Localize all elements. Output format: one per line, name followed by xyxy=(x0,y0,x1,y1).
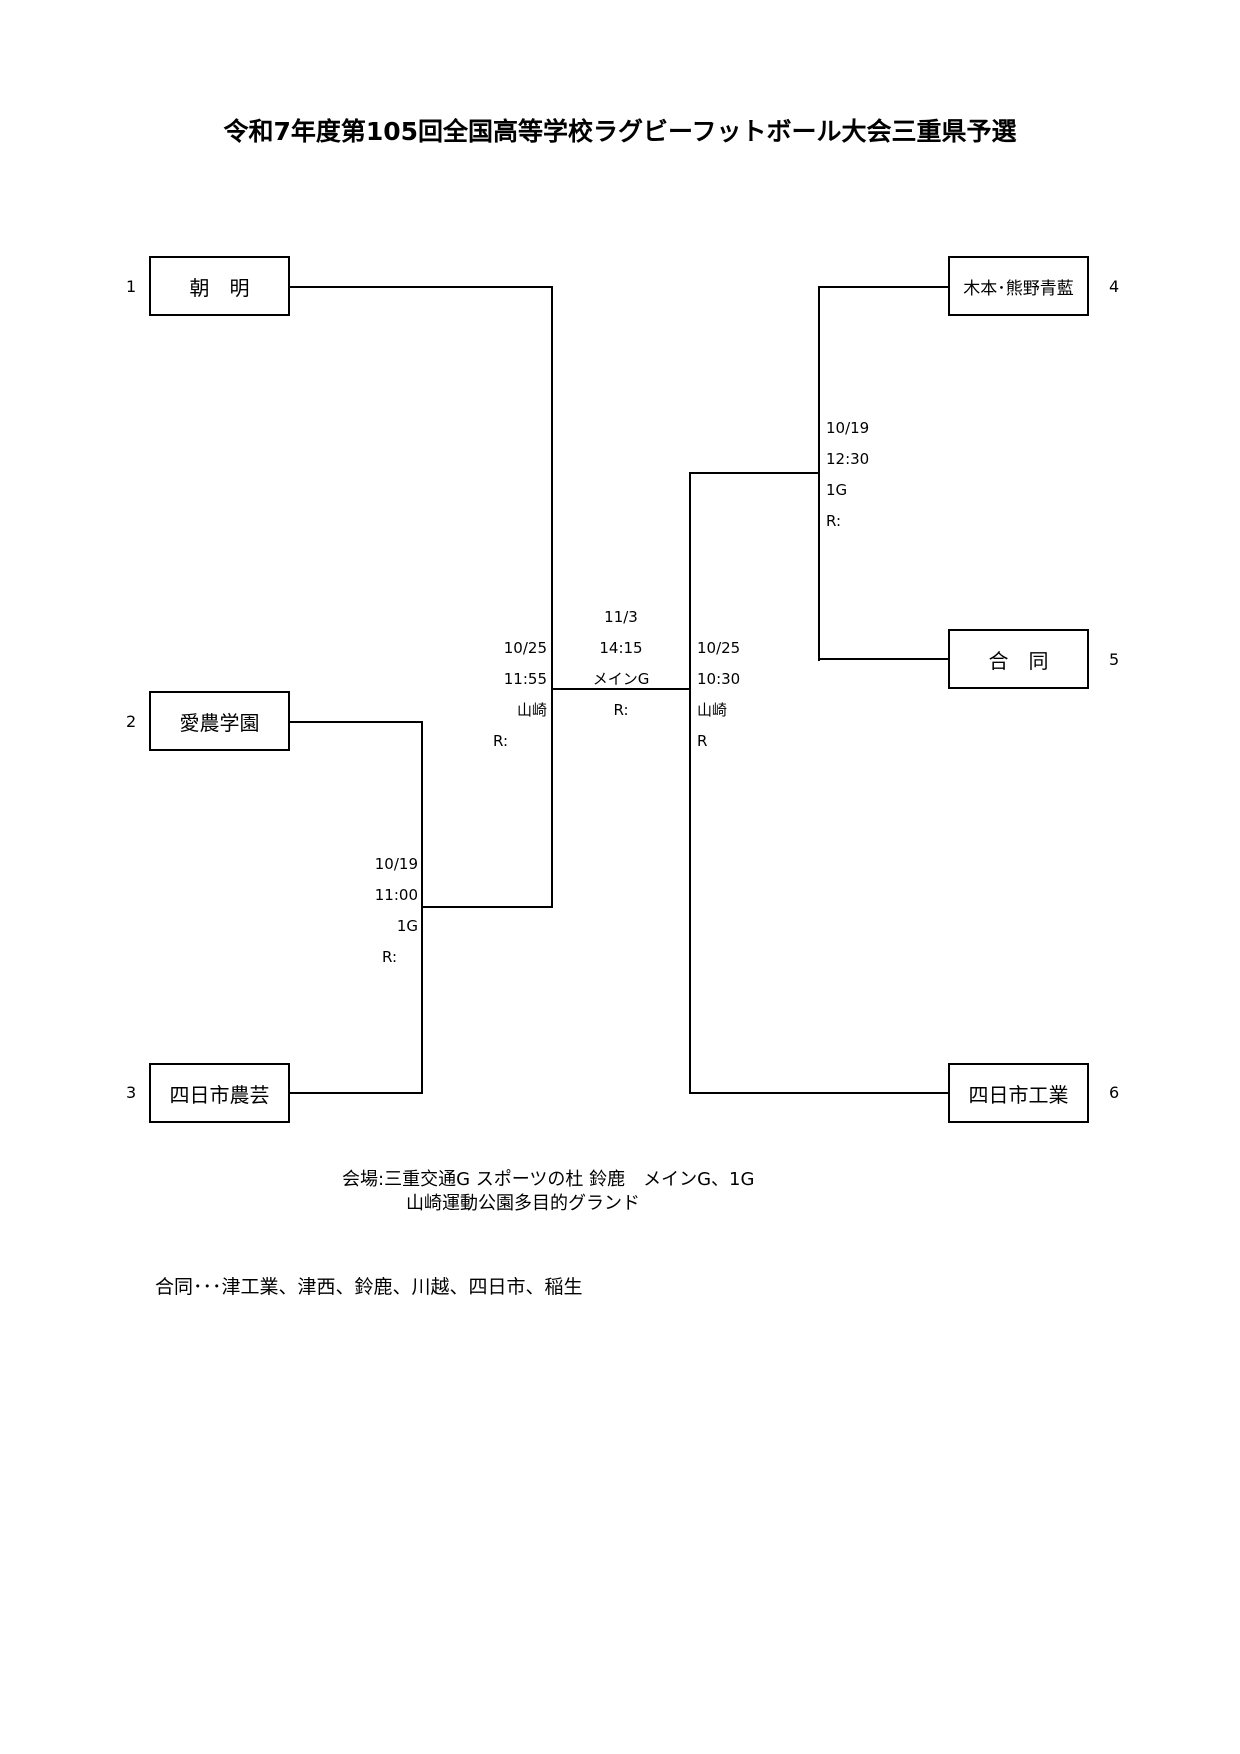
seed-number: 4 xyxy=(1109,277,1120,296)
seed-number: 2 xyxy=(126,712,137,731)
match-referee: R: xyxy=(493,732,509,750)
bracket-line xyxy=(689,472,691,1094)
match-referee: R: xyxy=(382,948,398,966)
match-info-final: 11/3 14:15 メインG R: xyxy=(553,602,689,726)
seed-number: 3 xyxy=(126,1083,137,1102)
document-title: 令和7年度第105回全国高等学校ラグビーフットボール大会三重県予選 xyxy=(223,117,1017,146)
bracket-line xyxy=(290,286,553,288)
team-box-6: 四日市工業 xyxy=(948,1063,1089,1123)
match-ground: 1G xyxy=(826,481,848,499)
match-time: 12:30 xyxy=(826,450,870,468)
seed-number: 5 xyxy=(1109,650,1120,669)
bracket-line xyxy=(818,286,950,288)
match-ground: 山崎 xyxy=(697,701,728,719)
bracket-line xyxy=(689,1092,950,1094)
venue-line-2: 山崎運動公園多目的グランド xyxy=(406,1193,640,1214)
team-box-1: 朝 明 xyxy=(149,256,290,316)
match-info-left-first-round: 10/19 11:00 1G R: xyxy=(340,849,418,973)
bracket-line xyxy=(689,472,820,474)
bracket-line xyxy=(551,286,553,908)
team-box-2: 愛農学園 xyxy=(149,691,290,751)
match-date: 10/19 xyxy=(826,419,870,437)
team-box-5: 合 同 xyxy=(948,629,1089,689)
match-ground: 山崎 xyxy=(516,701,547,719)
seed-number: 6 xyxy=(1109,1083,1120,1102)
match-ground: メインG xyxy=(592,670,650,688)
team-box-3: 四日市農芸 xyxy=(149,1063,290,1123)
match-time: 10:30 xyxy=(697,670,741,688)
bracket-line xyxy=(290,721,423,723)
match-info-right-semifinal: 10/25 10:30 山崎 R xyxy=(697,633,777,757)
match-date: 11/3 xyxy=(604,608,638,626)
match-date: 10/25 xyxy=(697,639,741,657)
team-box-4: 木本･熊野青藍 xyxy=(948,256,1089,316)
match-referee: R: xyxy=(613,701,629,719)
joint-team-note: 合同･･･津工業、津西、鈴鹿、川越、四日市、稲生 xyxy=(155,1276,583,1298)
match-time: 11:00 xyxy=(374,886,418,904)
match-referee: R xyxy=(697,732,708,750)
bracket-line xyxy=(818,658,950,660)
match-ground: 1G xyxy=(396,917,418,935)
match-time: 11:55 xyxy=(503,670,547,688)
bracket-line xyxy=(818,286,820,661)
match-info-right-first-round: 10/19 12:30 1G R: xyxy=(826,413,906,537)
venue-note: 会場:三重交通G スポーツの杜 鈴鹿 メインG、1G 山崎運動公園多目的グランド xyxy=(342,1168,754,1216)
venue-line-1: 会場:三重交通G スポーツの杜 鈴鹿 メインG、1G xyxy=(342,1169,755,1190)
match-date: 10/19 xyxy=(374,855,418,873)
match-info-left-semifinal: 10/25 11:55 山崎 R: xyxy=(480,633,547,757)
bracket-line xyxy=(421,906,553,908)
bracket-line xyxy=(290,1092,423,1094)
match-referee: R: xyxy=(826,512,842,530)
seed-number: 1 xyxy=(126,277,137,296)
match-date: 10/25 xyxy=(503,639,547,657)
bracket-line-final xyxy=(551,688,691,690)
match-time: 14:15 xyxy=(599,639,643,657)
